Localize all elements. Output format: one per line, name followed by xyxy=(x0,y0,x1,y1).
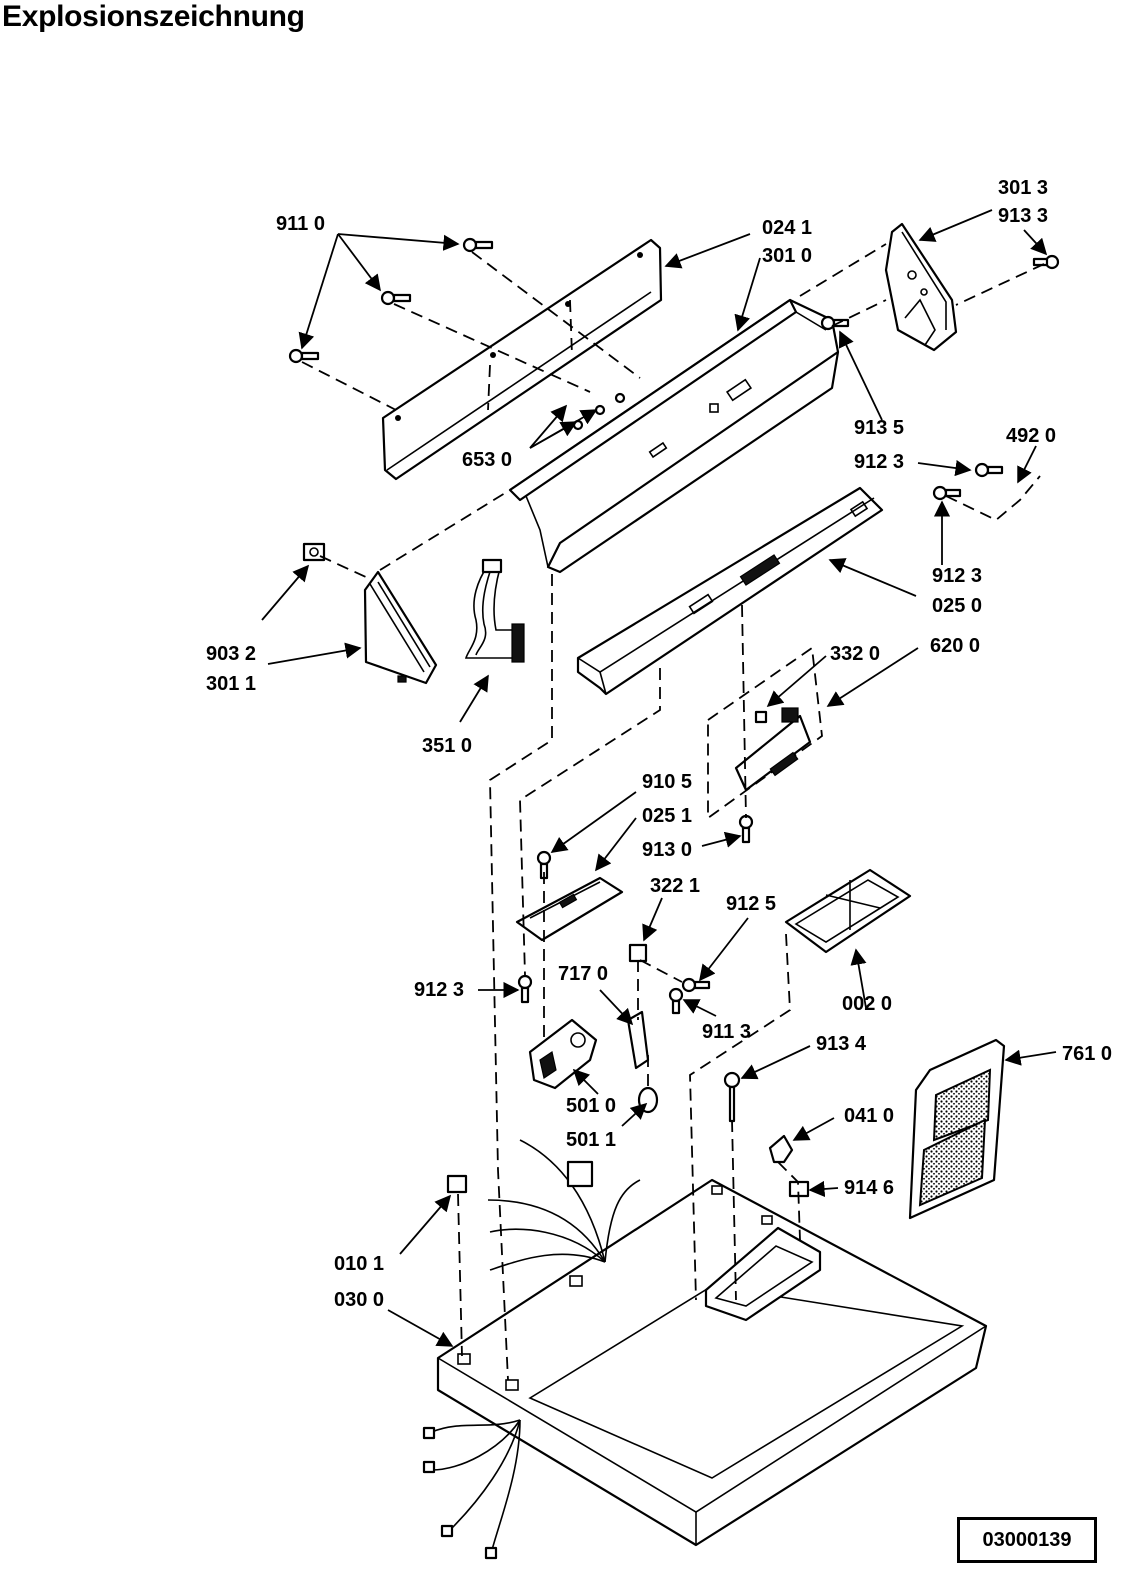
page-title: Explosionszeichnung xyxy=(2,0,305,33)
lint-filter xyxy=(784,868,912,954)
callout-914-6: 914 6 xyxy=(844,1177,894,1199)
callout-913-4: 913 4 xyxy=(816,1033,867,1055)
callout-501-1: 501 1 xyxy=(566,1129,616,1151)
callout-030-0: 030 0 xyxy=(334,1289,384,1311)
left-end-cap xyxy=(363,570,438,685)
callout-501-0: 501 0 xyxy=(566,1095,616,1117)
lint-screen xyxy=(908,1038,1006,1220)
door-switch xyxy=(528,1018,598,1090)
callout-351-0: 351 0 xyxy=(422,735,472,757)
clip-041 xyxy=(768,1134,794,1164)
bracket-small xyxy=(515,876,624,942)
right-end-cap xyxy=(884,222,958,352)
callout-620-0: 620 0 xyxy=(930,635,980,657)
callout-913-5: 913 5 xyxy=(854,417,904,439)
control-panel-backplate xyxy=(381,238,663,481)
callout-913-0: 913 0 xyxy=(642,839,692,861)
callout-025-1: 025 1 xyxy=(642,805,692,827)
callout-301-3: 301 3 xyxy=(998,177,1048,199)
callout-912-3b: 912 3 xyxy=(932,565,982,587)
screws xyxy=(288,237,1060,1123)
callout-labels: 911 0 024 1 301 0 301 3 913 3 913 5 492 … xyxy=(206,177,1112,1311)
callout-761-0: 761 0 xyxy=(1062,1043,1112,1065)
callout-301-1: 301 1 xyxy=(206,673,256,695)
callout-301-0: 301 0 xyxy=(762,245,812,267)
wiring-bundle xyxy=(422,1139,641,1560)
callout-002-0: 002 0 xyxy=(842,993,892,1015)
console-panel xyxy=(508,298,840,574)
callout-903-2: 903 2 xyxy=(206,643,256,665)
callout-492-0: 492 0 xyxy=(1006,425,1056,447)
callout-913-3: 913 3 xyxy=(998,205,1048,227)
callout-911-0: 911 0 xyxy=(276,213,325,235)
control-panel-rail xyxy=(576,486,884,696)
callout-910-5: 910 5 xyxy=(642,771,692,793)
callout-041-0: 041 0 xyxy=(844,1105,894,1127)
callout-912-5: 912 5 xyxy=(726,893,776,915)
callout-332-0: 332 0 xyxy=(830,643,880,665)
callout-025-0: 025 0 xyxy=(932,595,982,617)
callout-010-1: 010 1 xyxy=(334,1253,384,1275)
callout-322-1: 322 1 xyxy=(650,875,700,897)
document-number-box: 03000139 xyxy=(957,1517,1097,1563)
foot-010 xyxy=(446,1174,468,1194)
top-cover xyxy=(436,1178,988,1547)
wire-harness xyxy=(464,558,525,663)
connector-322 xyxy=(628,943,648,963)
callout-912-3a: 912 3 xyxy=(854,451,904,473)
control-board-assembly xyxy=(707,646,823,820)
callout-717-0: 717 0 xyxy=(558,963,608,985)
callout-024-1: 024 1 xyxy=(762,217,812,239)
callout-912-3c: 912 3 xyxy=(414,979,464,1001)
callout-653-0: 653 0 xyxy=(462,449,512,471)
document-number: 03000139 xyxy=(982,1528,1072,1551)
callout-911-3: 911 3 xyxy=(702,1021,751,1043)
leader-arrows xyxy=(261,209,1057,1347)
bracket-717 xyxy=(626,1010,650,1070)
assembly-lines xyxy=(301,243,1045,1381)
